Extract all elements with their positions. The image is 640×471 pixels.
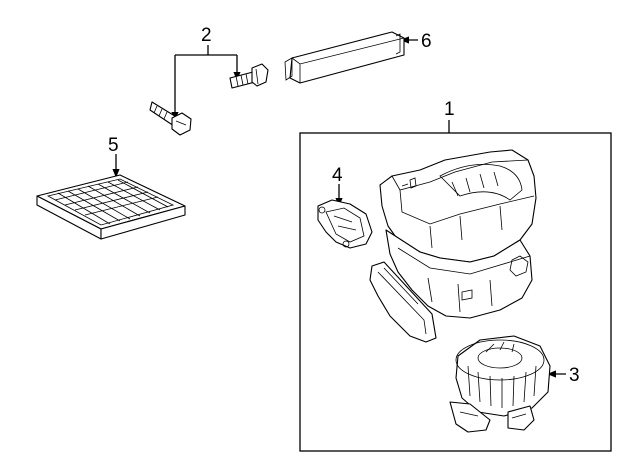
callout-6-group: 6	[284, 31, 432, 84]
callout-1-group: 1	[299, 99, 612, 452]
callout-2-leader	[175, 45, 237, 56]
callout-4-group: 4	[317, 165, 373, 249]
bolt-icon[interactable]	[229, 63, 269, 89]
assembly-frame	[299, 132, 612, 452]
callout-3-group: 3	[449, 335, 580, 433]
callout-6-label: 6	[421, 31, 432, 52]
actuator-icon[interactable]	[317, 199, 373, 249]
callout-2-group: 2	[149, 25, 269, 136]
callout-3-label: 3	[569, 365, 580, 386]
heater-blower-assembly-icon[interactable]	[369, 149, 537, 343]
filter-cover-icon[interactable]	[284, 31, 405, 84]
blower-motor-icon[interactable]	[449, 335, 551, 433]
callout-2-label: 2	[201, 25, 212, 46]
callout-5-group: 5	[36, 135, 186, 240]
bolt-icon[interactable]	[149, 101, 192, 136]
cabin-air-filter-icon[interactable]	[36, 174, 186, 240]
callout-5-label: 5	[108, 135, 119, 156]
callout-4-label: 4	[332, 165, 343, 186]
callout-1-label: 1	[444, 99, 455, 120]
